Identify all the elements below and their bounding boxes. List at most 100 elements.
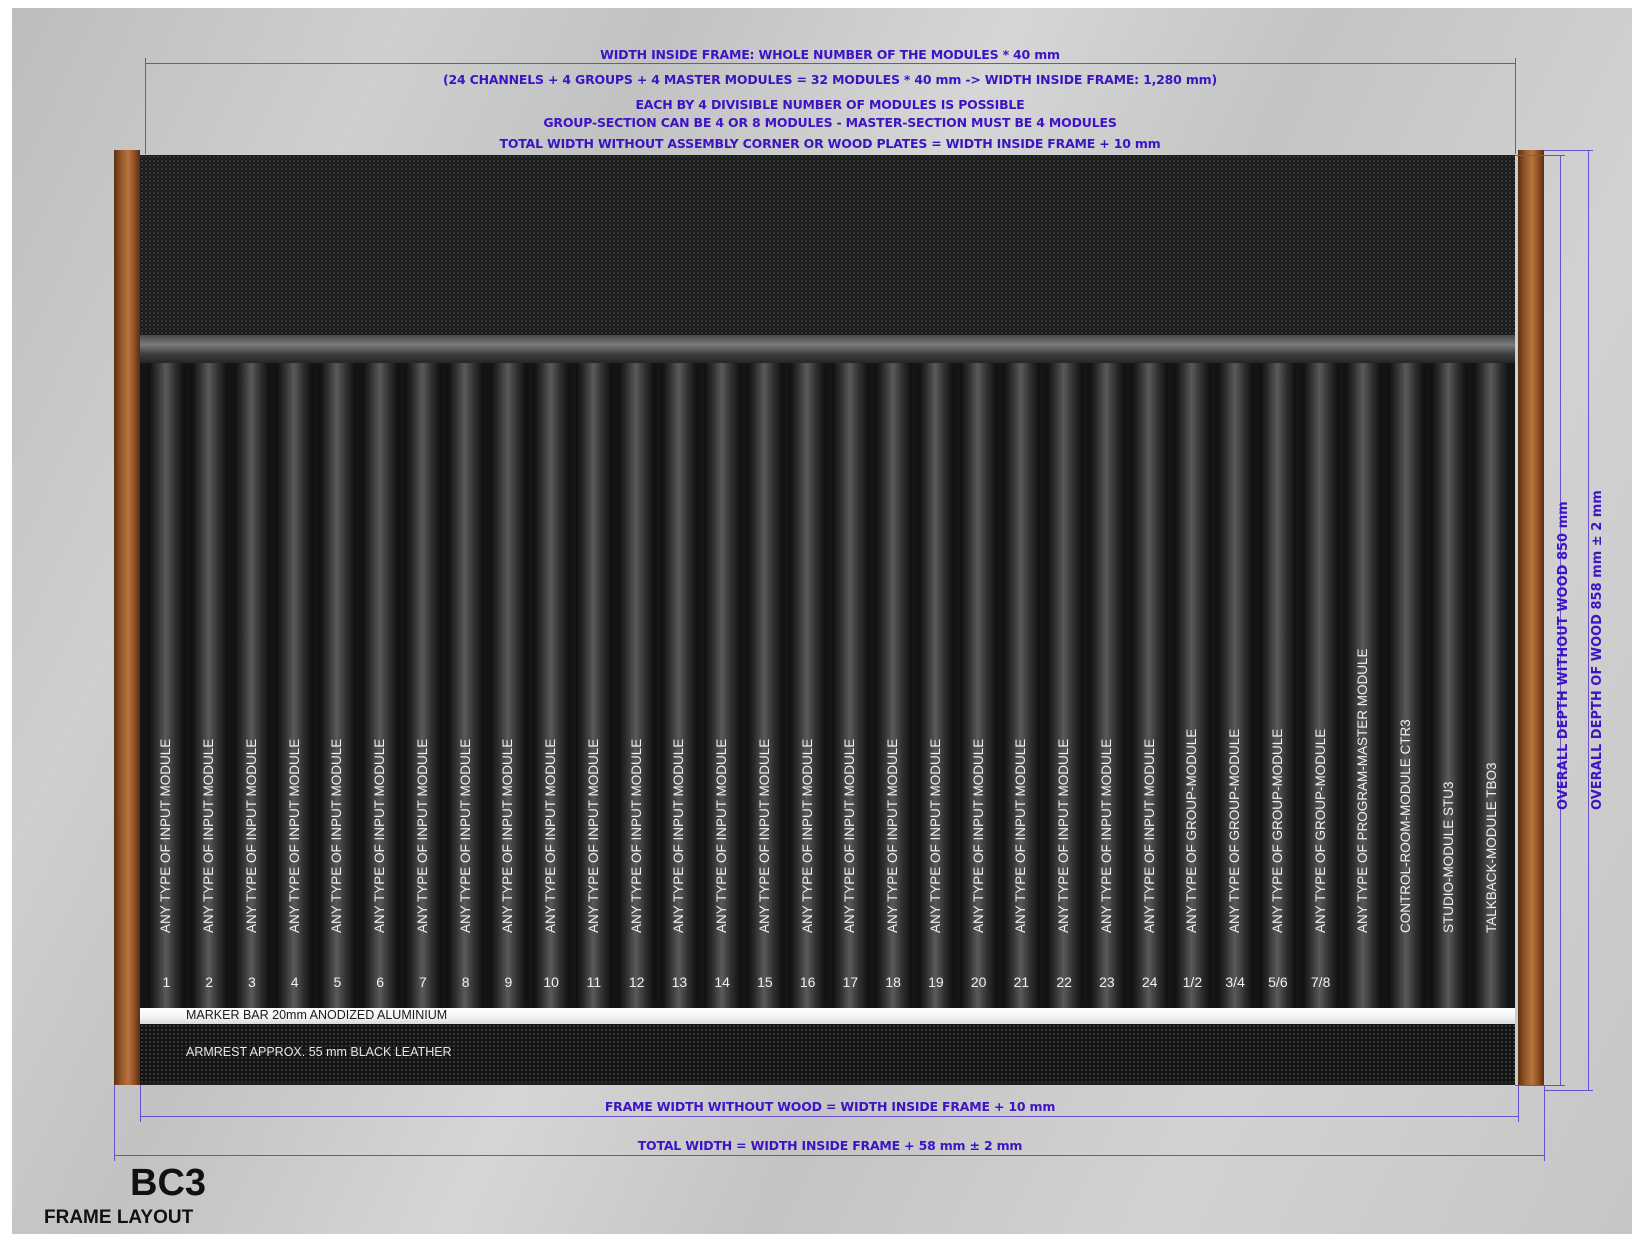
module-number: 18 — [885, 974, 901, 990]
module-strip: ANY TYPE OF INPUT MODULE 11 — [575, 363, 613, 1008]
module-number: 12 — [628, 974, 645, 990]
module-number: 11 — [586, 974, 602, 990]
module-label: ANY TYPE OF INPUT MODULE — [842, 738, 858, 933]
module-strip: ANY TYPE OF INPUT MODULE 23 — [1088, 363, 1126, 1008]
module-number: 9 — [504, 974, 513, 990]
frame-width-dimension-line — [140, 1116, 1518, 1117]
module-number: 21 — [1013, 974, 1030, 990]
module-label: ANY TYPE OF INPUT MODULE — [543, 738, 559, 933]
module-number: 5 — [333, 974, 342, 990]
module-number: 3/4 — [1225, 974, 1245, 990]
inside-width-dimension-line — [145, 63, 1515, 64]
module-number: 10 — [543, 974, 559, 990]
total-width-dimension-line — [114, 1155, 1544, 1156]
marker-bar: MARKER BAR 20mm ANODIZED ALUMINIUM — [140, 1008, 1515, 1024]
module-label: ANY TYPE OF INPUT MODULE — [457, 738, 473, 933]
module-number: 5/6 — [1268, 974, 1288, 990]
module-strip: TALKBACK-MODULE TBO3 — [1473, 363, 1510, 1008]
module-number: 23 — [1099, 974, 1115, 990]
module-strip: ANY TYPE OF INPUT MODULE 24 — [1131, 363, 1168, 1008]
note-depth-of-wood: OVERALL DEPTH OF WOOD 858 mm ± 2 mm — [1590, 490, 1605, 810]
module-label: ANY TYPE OF INPUT MODULE — [671, 738, 687, 933]
module-label: ANY TYPE OF GROUP-MODULE — [1312, 728, 1328, 933]
module-strip: ANY TYPE OF INPUT MODULE 21 — [1003, 363, 1040, 1008]
module-label: ANY TYPE OF PROGRAM-MASTER MODULE — [1355, 648, 1371, 933]
module-number: 15 — [757, 974, 773, 990]
module-label: ANY TYPE OF INPUT MODULE — [1141, 738, 1157, 933]
dimension-tick — [1515, 1085, 1565, 1086]
module-number: 20 — [970, 974, 987, 990]
module-strip: ANY TYPE OF INPUT MODULE 5 — [319, 363, 356, 1008]
module-strip: ANY TYPE OF INPUT MODULE 16 — [789, 363, 826, 1008]
module-label: ANY TYPE OF INPUT MODULE — [714, 738, 730, 933]
module-strip: CONTROL-ROOM-MODULE CTR3 — [1387, 363, 1425, 1008]
module-number: 6 — [376, 974, 385, 990]
dimension-tick — [145, 58, 146, 154]
module-number: 7 — [418, 974, 427, 990]
module-label: ANY TYPE OF INPUT MODULE — [500, 738, 516, 933]
note-divisible-modules: EACH BY 4 DIVISIBLE NUMBER OF MODULES IS… — [635, 97, 1025, 112]
module-number: 16 — [799, 974, 816, 990]
module-label: ANY TYPE OF GROUP-MODULE — [1227, 728, 1243, 933]
module-label: ANY TYPE OF INPUT MODULE — [243, 738, 259, 933]
module-strip: ANY TYPE OF INPUT MODULE 9 — [490, 363, 527, 1008]
note-total-width: TOTAL WIDTH = WIDTH INSIDE FRAME + 58 mm… — [637, 1138, 1023, 1153]
dimension-tick — [1544, 1090, 1593, 1091]
module-number: 19 — [928, 974, 944, 990]
armrest: ARMREST APPROX. 55 mm BLACK LEATHER — [140, 1024, 1515, 1082]
module-strip: ANY TYPE OF INPUT MODULE 6 — [361, 363, 399, 1008]
module-label: STUDIO-MODULE STU3 — [1440, 781, 1456, 933]
depth-without-wood-dimension-line — [1560, 155, 1561, 1085]
module-strip: ANY TYPE OF INPUT MODULE 13 — [661, 363, 698, 1008]
dimension-tick — [1544, 150, 1593, 151]
top-rail — [140, 335, 1515, 363]
module-label: ANY TYPE OF INPUT MODULE — [799, 738, 815, 933]
module-label: ANY TYPE OF INPUT MODULE — [201, 738, 217, 933]
diagram-title: BC3 — [130, 1162, 207, 1204]
note-frame-width: FRAME WIDTH WITHOUT WOOD = WIDTH INSIDE … — [604, 1099, 1056, 1114]
module-number: 1/2 — [1182, 974, 1203, 990]
module-strip: ANY TYPE OF INPUT MODULE 10 — [532, 363, 570, 1008]
module-strip: ANY TYPE OF GROUP-MODULE 7/8 — [1302, 363, 1339, 1008]
module-label: ANY TYPE OF INPUT MODULE — [372, 738, 388, 933]
dimension-tick — [1515, 155, 1565, 156]
module-label: ANY TYPE OF INPUT MODULE — [585, 738, 601, 933]
module-label: ANY TYPE OF INPUT MODULE — [286, 738, 302, 933]
note-width-inside-frame: WIDTH INSIDE FRAME: WHOLE NUMBER OF THE … — [600, 47, 1060, 62]
module-label: ANY TYPE OF INPUT MODULE — [1013, 738, 1029, 933]
module-number: 13 — [671, 974, 688, 990]
module-strip: ANY TYPE OF INPUT MODULE 4 — [276, 363, 313, 1008]
module-number: 22 — [1056, 974, 1072, 990]
note-modules-calculation: (24 CHANNELS + 4 GROUPS + 4 MASTER MODUL… — [443, 72, 1217, 87]
module-label: ANY TYPE OF INPUT MODULE — [927, 738, 943, 933]
note-total-width-without-wood: TOTAL WIDTH WITHOUT ASSEMBLY CORNER OR W… — [499, 136, 1161, 151]
module-label: ANY TYPE OF GROUP-MODULE — [1184, 728, 1200, 933]
module-strip: ANY TYPE OF INPUT MODULE 18 — [874, 363, 912, 1008]
module-label: ANY TYPE OF GROUP-MODULE — [1269, 728, 1285, 933]
module-number: 3 — [247, 974, 256, 990]
module-number: 4 — [290, 974, 299, 990]
diagram-subtitle: FRAME LAYOUT — [44, 1207, 194, 1228]
right-wood-panel — [1518, 150, 1544, 1085]
module-number: 24 — [1141, 974, 1158, 990]
armrest-label: ARMREST APPROX. 55 mm BLACK LEATHER — [186, 1045, 452, 1059]
module-number: 1 — [162, 974, 171, 990]
left-wood-panel — [114, 150, 140, 1085]
module-label: ANY TYPE OF INPUT MODULE — [329, 738, 345, 933]
module-label: ANY TYPE OF INPUT MODULE — [1098, 738, 1114, 933]
module-label: TALKBACK-MODULE TBO3 — [1483, 762, 1499, 933]
depth-of-wood-dimension-line — [1588, 150, 1589, 1090]
note-group-section: GROUP-SECTION CAN BE 4 OR 8 MODULES - MA… — [543, 115, 1117, 130]
module-strip: STUDIO-MODULE STU3 — [1430, 363, 1468, 1008]
module-label: CONTROL-ROOM-MODULE CTR3 — [1398, 719, 1414, 933]
module-number: 7/8 — [1310, 974, 1331, 990]
module-label: ANY TYPE OF INPUT MODULE — [885, 738, 901, 933]
